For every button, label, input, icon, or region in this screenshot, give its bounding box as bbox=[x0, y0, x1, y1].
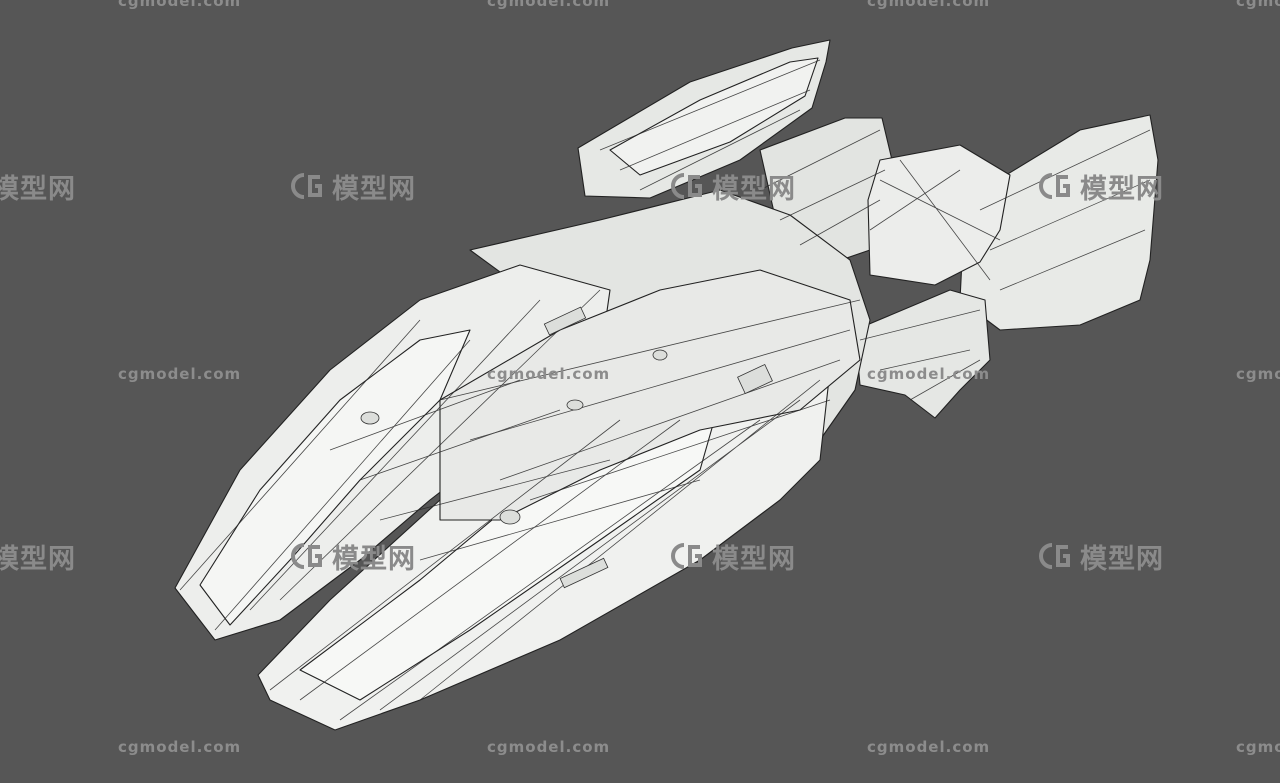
watermark-url: cgmodel.com bbox=[867, 365, 991, 383]
watermark-logo-text: 模型网 bbox=[712, 173, 796, 205]
watermark-url: cgmodel.com bbox=[487, 738, 611, 756]
watermark-logo: 模型网 bbox=[668, 538, 796, 575]
watermark-url: cgmodel.com bbox=[867, 738, 991, 756]
watermark-url: cgmodel.com bbox=[118, 0, 242, 10]
watermark-logo-text: 模型网 bbox=[0, 543, 76, 575]
watermark-url: cgmodel.com bbox=[487, 365, 611, 383]
watermark-logo-text: 模型网 bbox=[0, 173, 76, 205]
watermark-url: cgmodel.com bbox=[1236, 365, 1280, 383]
watermark-logo: 模型网 bbox=[288, 538, 416, 575]
watermark-logo: 模型网 bbox=[0, 168, 76, 205]
watermark-logo: 模型网 bbox=[0, 538, 76, 575]
watermark-logo: 模型网 bbox=[1036, 538, 1164, 575]
watermark-logo: 模型网 bbox=[1036, 168, 1164, 205]
cg-logo-icon bbox=[1039, 543, 1070, 569]
watermark-logo-text: 模型网 bbox=[332, 543, 416, 575]
cg-logo-icon bbox=[671, 173, 702, 199]
watermark-logo-text: 模型网 bbox=[1080, 173, 1164, 205]
cg-logo-icon bbox=[291, 543, 322, 569]
watermark-logo: 模型网 bbox=[288, 168, 416, 205]
cg-logo-icon bbox=[291, 173, 322, 199]
watermark-url: cgmodel.com bbox=[1236, 0, 1280, 10]
watermark-url: cgmodel.com bbox=[118, 365, 242, 383]
watermark-logo-text: 模型网 bbox=[1080, 543, 1164, 575]
watermark-url: cgmodel.com bbox=[487, 0, 611, 10]
watermark-url: cgmodel.com bbox=[1236, 738, 1280, 756]
watermark-logo: 模型网 bbox=[668, 168, 796, 205]
cg-logo-icon bbox=[671, 543, 702, 569]
watermark-url: cgmodel.com bbox=[867, 0, 991, 10]
watermark-logo-text: 模型网 bbox=[332, 173, 416, 205]
wing-right bbox=[854, 289, 991, 419]
watermark-url: cgmodel.com bbox=[118, 738, 242, 756]
cg-logo-icon bbox=[1039, 173, 1070, 199]
watermark-logo-text: 模型网 bbox=[712, 543, 796, 575]
